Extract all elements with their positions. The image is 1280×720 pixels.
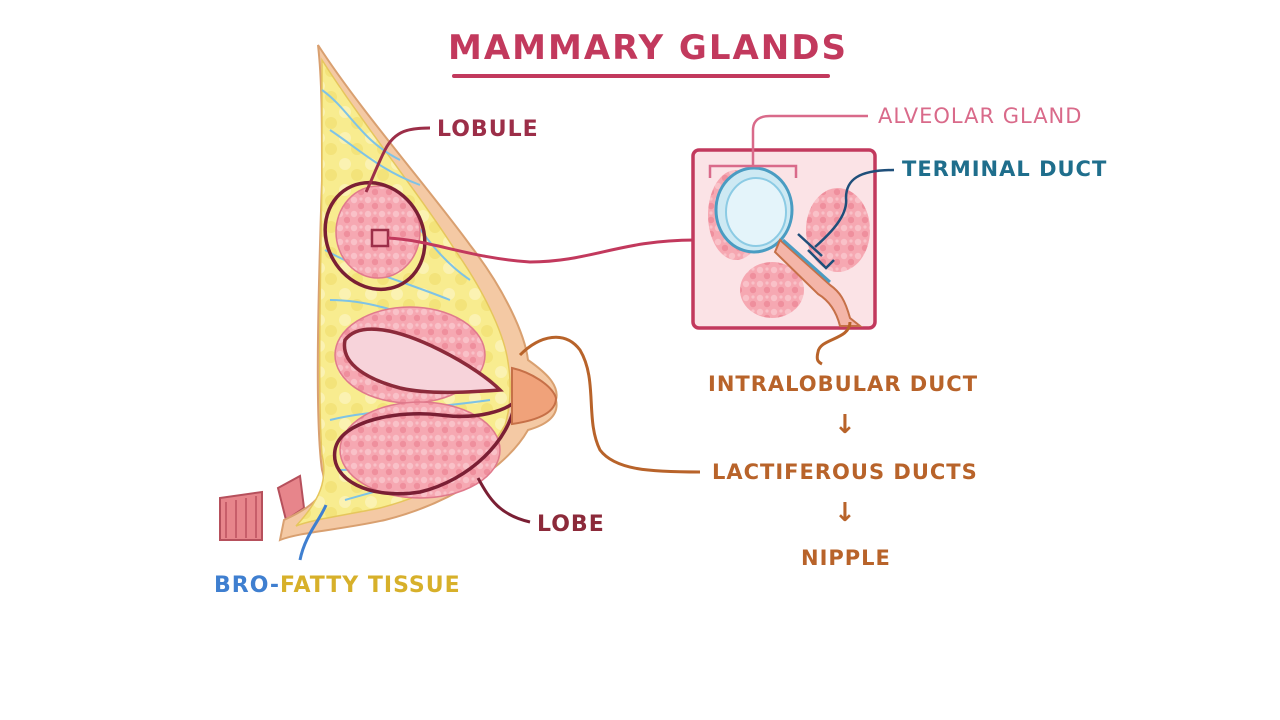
intralobular-leader-line: [815, 321, 852, 366]
lobule-leader-line: [364, 126, 431, 193]
chest-muscle: [219, 474, 306, 541]
upper-lobule-cluster: [323, 180, 427, 292]
label-terminal-duct: TERMINAL DUCT: [902, 157, 1108, 181]
label-lobule: LOBULE: [437, 117, 539, 142]
label-lobe: LOBE: [537, 512, 605, 537]
flow-arrow-down: ↓: [834, 410, 856, 440]
fibro-leader-line: [298, 504, 328, 561]
label-lactiferous-ducts: LACTIFEROUS DUCTS: [712, 460, 978, 484]
lobe-leader-line: [476, 477, 531, 524]
magnified-lobule-box: [691, 148, 877, 330]
magnify-connector: [387, 236, 696, 264]
label-fibro-fatty-tissue: BRO-FATTY TISSUE: [214, 573, 461, 598]
terminal-bracket: [797, 168, 895, 270]
flow-arrow-down: ↓: [834, 498, 856, 528]
label-intralobular-duct: INTRALOBULAR DUCT: [708, 372, 979, 396]
label-fatty-tissue: FATTY TISSUE: [279, 573, 461, 598]
nipple-shape: [511, 366, 558, 426]
label-nipple: NIPPLE: [801, 546, 891, 570]
middle-lobe: [334, 306, 504, 404]
label-fibro-prefix: BRO-: [214, 573, 280, 598]
diagram-title: MAMMARY GLANDS: [448, 28, 848, 68]
lactiferous-leader-line: [518, 335, 701, 474]
label-alveolar-gland: ALVEOLAR GLAND: [878, 104, 1083, 128]
title-underline: [452, 74, 830, 78]
alveolar-bracket: [708, 114, 868, 178]
